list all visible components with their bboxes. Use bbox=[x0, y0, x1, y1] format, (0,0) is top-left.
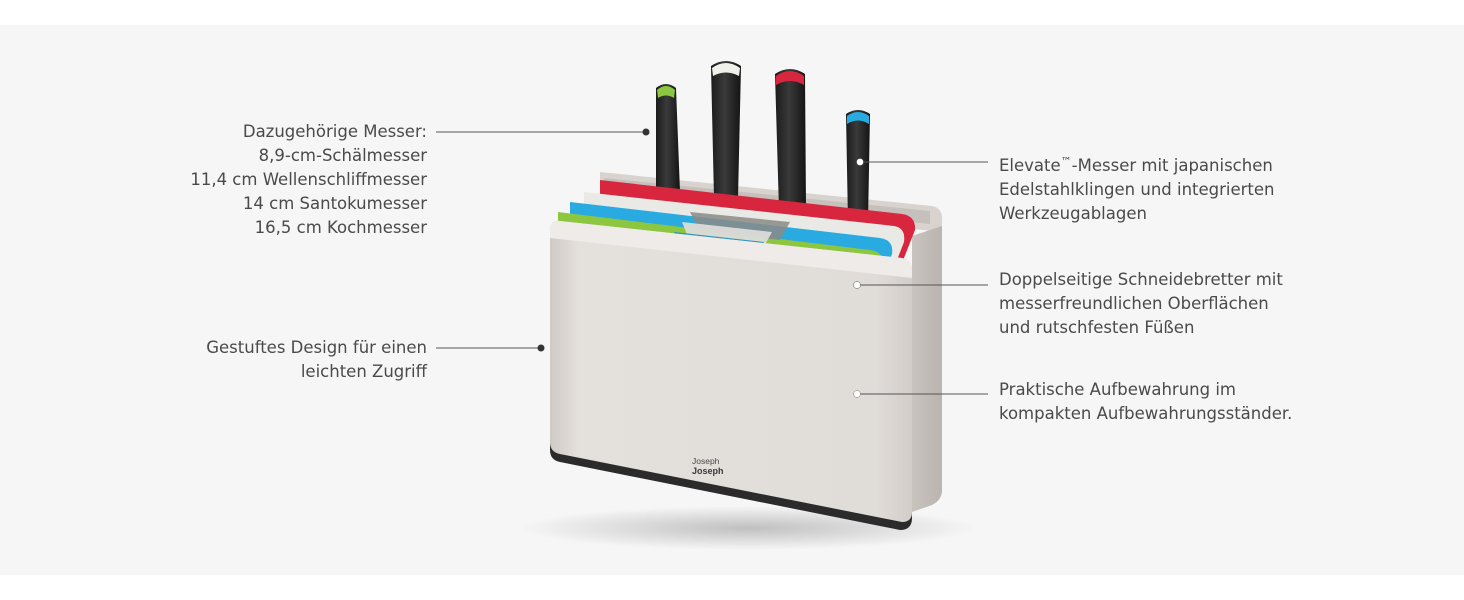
santoku-knife bbox=[775, 69, 806, 210]
callout-tiered-line: Gestuftes Design für einen bbox=[206, 338, 427, 357]
callout-knives-line: 16,5 cm Kochmesser bbox=[254, 218, 427, 237]
knife-tip-3 bbox=[776, 71, 804, 85]
callout-tiered-line: leichten Zugriff bbox=[300, 362, 427, 381]
callout-boards-line: messerfreundlichen Oberflächen bbox=[999, 294, 1269, 313]
callout-elevate-line2: Edelstahlklingen und integrierten bbox=[999, 180, 1275, 199]
serrated-knife bbox=[711, 61, 741, 198]
callout-knives-line: 8,9-cm-Schälmesser bbox=[258, 146, 427, 165]
block-top-edge bbox=[550, 220, 912, 278]
callout-knives-included: Dazugehörige Messer: 8,9-cm-Schälmesser … bbox=[190, 120, 427, 240]
chef-knife bbox=[846, 110, 870, 222]
callout-elevate-line3: Werkzeugablagen bbox=[999, 204, 1147, 223]
callout-tiered-design: Gestuftes Design für einen leichten Zugr… bbox=[206, 336, 427, 384]
block-right-side bbox=[912, 226, 942, 512]
callout-elevate-rest: -Messer mit japanischen bbox=[1071, 156, 1273, 175]
callout-elevate-line1: Elevate™-Messer mit japanischen bbox=[999, 150, 1275, 178]
callout-cutting-boards: Doppelseitige Schneidebretter mit messer… bbox=[999, 268, 1283, 340]
leader-dot-boards bbox=[853, 281, 861, 289]
leader-dot-tiered bbox=[537, 344, 545, 352]
block-base bbox=[550, 442, 912, 530]
callout-elevate-knives: Elevate™-Messer mit japanischen Edelstah… bbox=[999, 150, 1275, 226]
leader-dot-knives bbox=[642, 128, 650, 136]
knife-tip-4 bbox=[847, 112, 869, 124]
callout-boards-line: Doppelseitige Schneidebretter mit bbox=[999, 270, 1283, 289]
callout-storage-line: kompakten Aufbewahrungsständer. bbox=[999, 404, 1293, 423]
leader-dot-storage bbox=[853, 390, 861, 398]
brand-logo-bottom: Joseph bbox=[692, 466, 724, 476]
paring-knife bbox=[656, 84, 680, 192]
knife-tip-2 bbox=[712, 63, 740, 76]
knife-tip-1 bbox=[657, 86, 675, 98]
callout-knives-line: Dazugehörige Messer: bbox=[242, 122, 427, 141]
callout-knives-line: 14 cm Santokumesser bbox=[242, 194, 427, 213]
callout-boards-line: und rutschfesten Füßen bbox=[999, 318, 1195, 337]
callout-knives-line: 11,4 cm Wellenschliffmesser bbox=[190, 170, 427, 189]
callout-storage-line: Praktische Aufbewahrung im bbox=[999, 380, 1237, 399]
callout-storage: Praktische Aufbewahrung im kompakten Auf… bbox=[999, 378, 1292, 426]
brand-logo-top: Joseph bbox=[692, 456, 720, 466]
block-front bbox=[550, 220, 912, 522]
trademark-symbol: ™ bbox=[1060, 155, 1072, 168]
leader-dot-elevate bbox=[856, 158, 864, 166]
callout-elevate-brand: Elevate bbox=[999, 156, 1061, 175]
